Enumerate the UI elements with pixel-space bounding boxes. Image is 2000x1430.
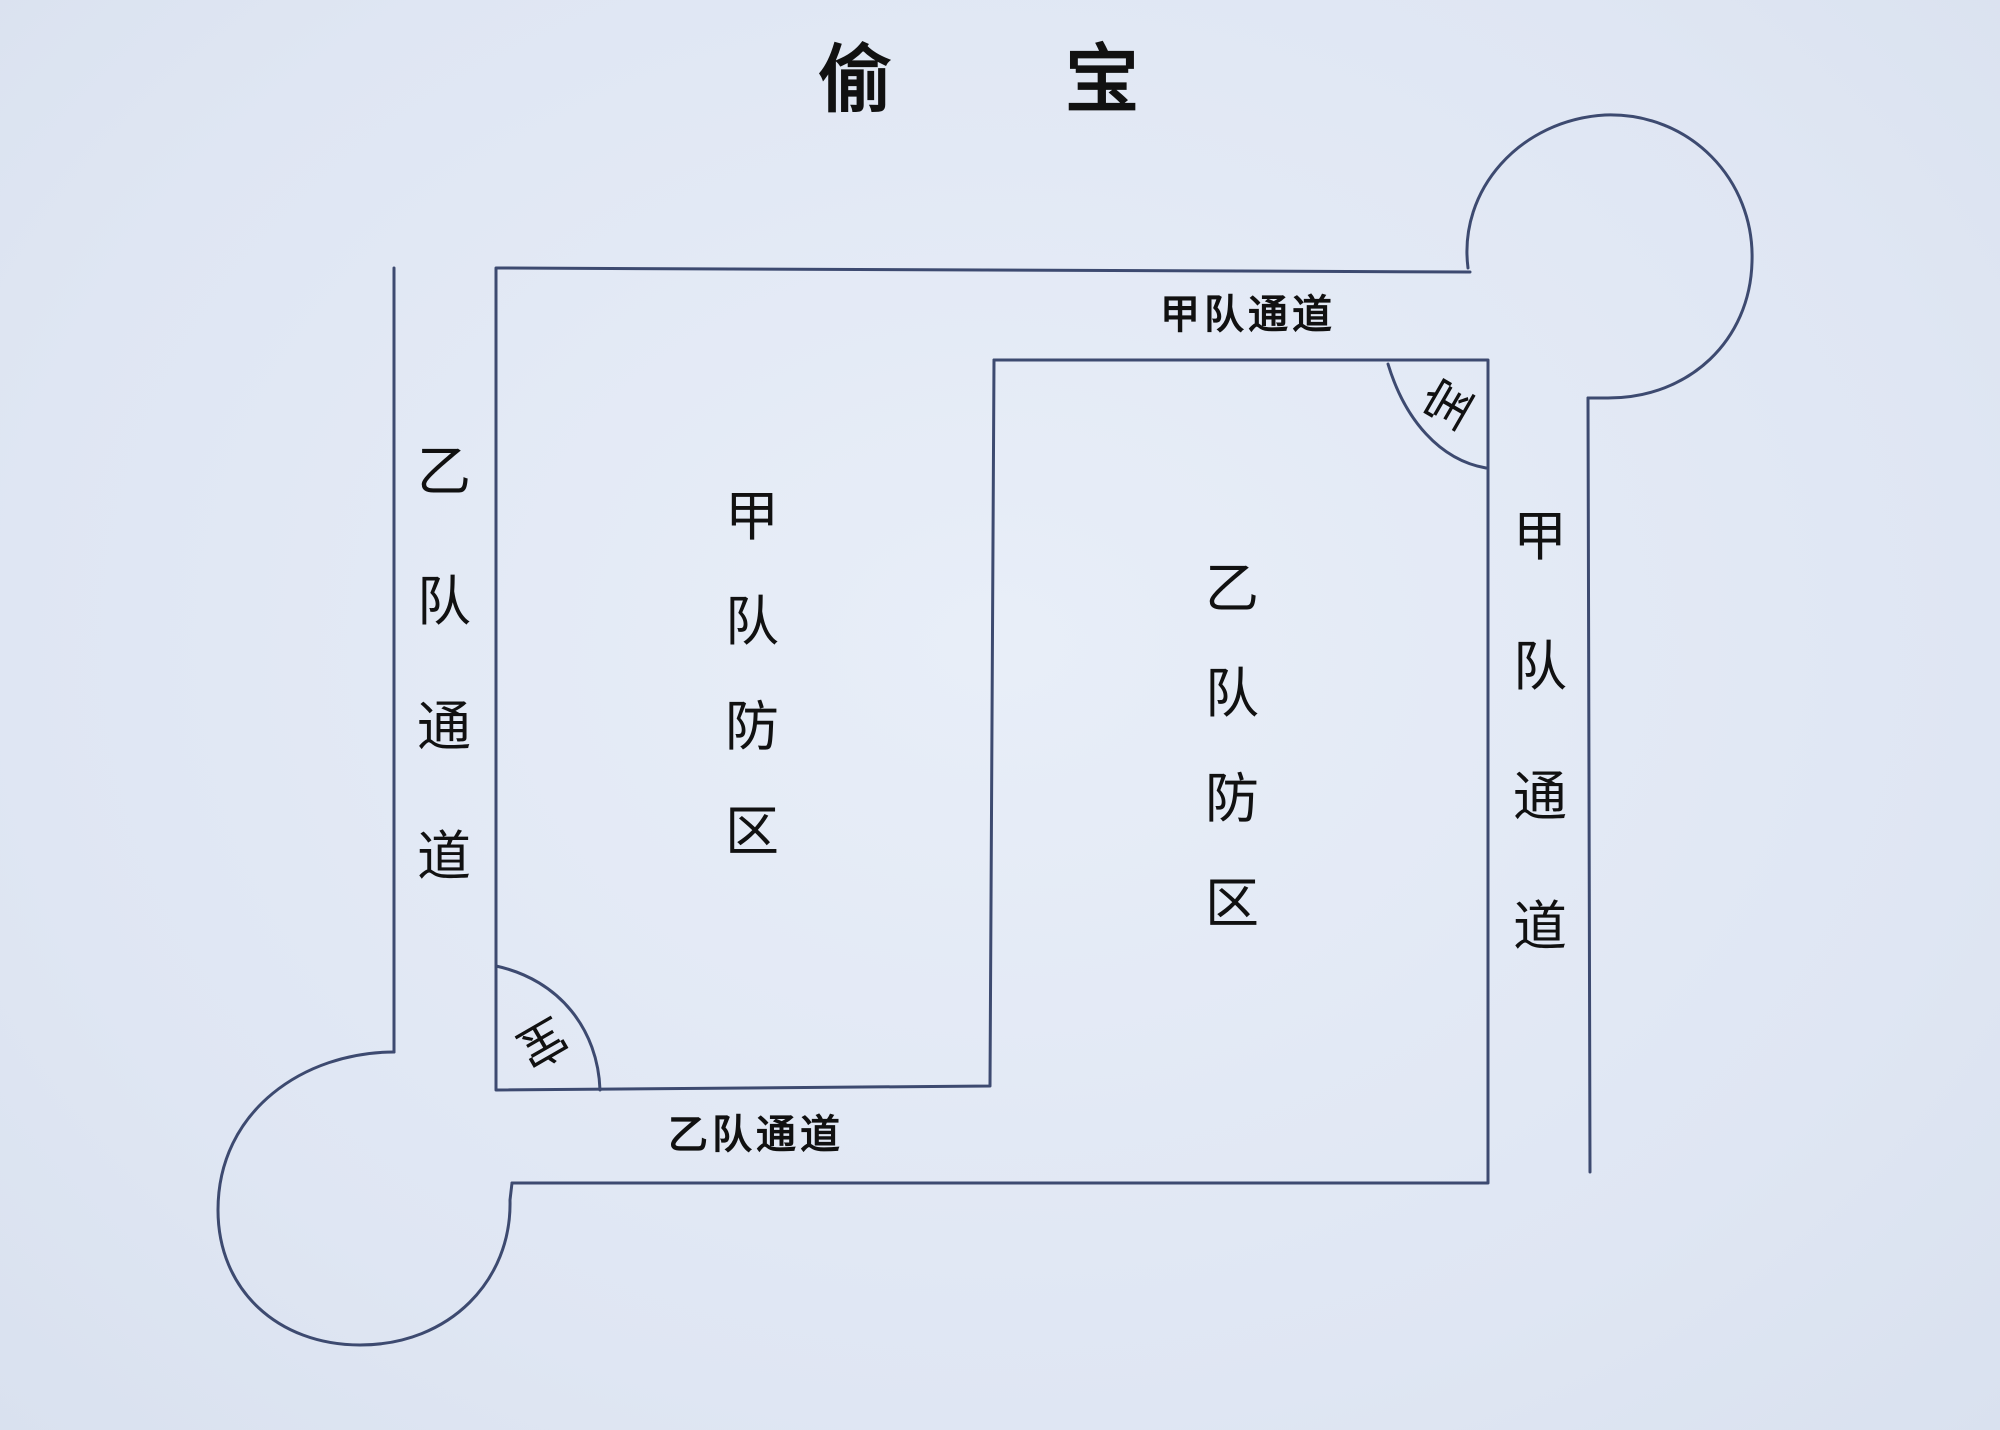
yi-left-passage-char-1: 乙 [417, 440, 471, 503]
yi-zone-char-2: 队 [1205, 662, 1259, 725]
top-right-treasure-label: 宝 [1413, 370, 1486, 440]
bottom-left-treasure-arc [494, 964, 602, 1092]
jia-right-passage-char-2: 队 [1513, 635, 1567, 698]
yi-zone-char-4: 区 [1205, 872, 1259, 935]
bottom-left-treasure-label: 宝 [507, 1006, 577, 1079]
jia-top-passage-label: 甲队通道 [1160, 292, 1336, 338]
jia-zone-char-2: 队 [725, 590, 779, 653]
jia-zone-char-4: 区 [725, 800, 779, 863]
jia-zone-char-1: 甲 [725, 485, 779, 548]
top-right-circle [1465, 113, 1754, 400]
yi-zone-char-1: 乙 [1205, 557, 1259, 620]
bottom-left-circle [216, 1050, 514, 1347]
title-right-char: 宝 [1065, 37, 1139, 123]
title-left-char: 偷 [818, 37, 892, 123]
top-right-treasure-arc [1386, 362, 1488, 470]
yi-zone-boundary [510, 358, 1490, 1185]
jia-right-passage-char-1: 甲 [1513, 505, 1567, 568]
yi-bottom-passage-label: 乙队通道 [668, 1112, 844, 1158]
yi-zone-char-3: 防 [1205, 767, 1259, 830]
yi-left-passage-char-2: 队 [417, 570, 471, 633]
yi-left-passage-char-4: 道 [417, 825, 471, 888]
jia-corridor-right-wall [1586, 396, 1592, 1174]
jia-right-passage-char-3: 通 [1513, 765, 1567, 828]
jia-right-passage-char-4: 道 [1513, 895, 1567, 958]
jia-zone-outer-boundary [494, 266, 1472, 1092]
jia-zone-char-3: 防 [725, 695, 779, 758]
yi-left-passage-char-3: 通 [417, 695, 471, 758]
